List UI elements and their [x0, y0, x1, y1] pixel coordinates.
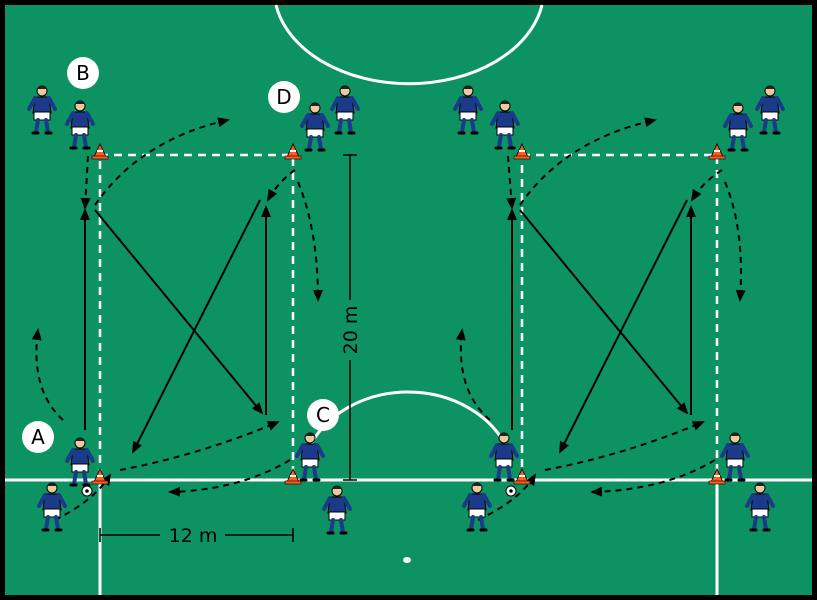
arrow-diag-down-right: [94, 209, 264, 415]
label-b: B: [67, 57, 99, 89]
right-zone: [520, 153, 719, 482]
svg-text:D: D: [276, 85, 291, 109]
penalty-spot: [403, 557, 411, 563]
length-dimension: [343, 154, 357, 481]
drill-zones: [98, 153, 719, 482]
svg-text:C: C: [316, 403, 330, 427]
arrow-diag-down-right-right-zone: [519, 209, 689, 415]
label-a: A: [22, 421, 54, 453]
arrow-diag-down-left: [132, 199, 261, 454]
ball: [505, 485, 517, 497]
left-zone: [98, 153, 295, 482]
dashed-arrows: [31, 117, 746, 521]
svg-text:B: B: [76, 61, 90, 85]
pitch-grass: [5, 5, 812, 595]
ball: [81, 485, 93, 497]
solid-arrows: [80, 199, 696, 454]
label-d: D: [268, 81, 300, 113]
arrow-diag-down-left-right-zone: [559, 199, 688, 454]
label-c: C: [307, 399, 339, 431]
length-label: 20 m: [340, 306, 362, 355]
width-label: 12 m: [169, 525, 218, 547]
svg-text:A: A: [31, 425, 45, 449]
width-dimension: [99, 528, 294, 542]
